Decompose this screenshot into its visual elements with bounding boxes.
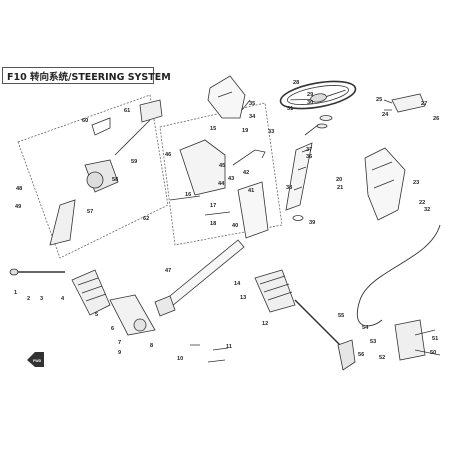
callout-50: 50 — [430, 350, 437, 356]
callout-28: 28 — [293, 80, 300, 86]
steering-wheel — [279, 80, 357, 110]
callout-21: 21 — [337, 185, 344, 191]
rack-housing — [109, 294, 156, 336]
callout-54: 54 — [362, 325, 369, 331]
tilt-bracket — [391, 93, 426, 113]
callout-38: 38 — [286, 185, 293, 191]
callout-55: 55 — [338, 313, 345, 319]
callout-24: 24 — [382, 112, 389, 118]
callout-48: 48 — [16, 186, 23, 192]
column-assembly-group-outline — [17, 94, 169, 259]
hub-nut — [319, 115, 333, 121]
tie-rod-end-right — [337, 339, 356, 371]
tilt-pedal — [394, 319, 426, 361]
callout-57: 57 — [87, 209, 94, 215]
callout-36: 36 — [306, 154, 313, 160]
callout-26: 26 — [433, 116, 440, 122]
mounting-plate — [237, 181, 269, 239]
boot-right — [254, 269, 296, 313]
callout-9: 9 — [118, 350, 122, 356]
intermediate-shaft — [164, 239, 245, 307]
diagram-title-box: F10 转向系统/STEERING SYSTEM — [2, 67, 171, 84]
callout-52: 52 — [379, 355, 386, 361]
callout-29: 29 — [307, 92, 314, 98]
callout-12: 12 — [262, 321, 269, 327]
steering-column — [285, 124, 319, 221]
callout-59: 59 — [131, 159, 138, 165]
callout-13: 13 — [240, 295, 247, 301]
callout-41: 41 — [248, 188, 255, 194]
callout-11: 11 — [226, 344, 232, 350]
callout-62: 62 — [143, 216, 150, 222]
callout-46: 46 — [165, 152, 172, 158]
callout-16: 16 — [185, 192, 192, 198]
tilt-cable — [356, 224, 441, 327]
callout-34: 34 — [249, 114, 256, 120]
callout-14: 14 — [234, 281, 241, 287]
callout-61: 61 — [124, 108, 131, 114]
callout-5: 5 — [95, 312, 99, 318]
callout-23: 23 — [413, 180, 420, 186]
callout-17: 17 — [210, 203, 217, 209]
boot-left — [71, 269, 111, 316]
callout-7: 7 — [118, 340, 122, 346]
callout-44: 44 — [218, 181, 225, 187]
callout-58: 58 — [112, 177, 119, 183]
callout-3: 3 — [40, 296, 44, 302]
callout-18: 18 — [210, 221, 217, 227]
callout-49: 49 — [15, 204, 22, 210]
callout-40: 40 — [232, 223, 239, 229]
callout-60: 60 — [82, 118, 89, 124]
callout-22: 22 — [419, 200, 426, 206]
callout-37: 37 — [306, 147, 313, 153]
callout-31: 31 — [287, 106, 294, 112]
callout-20: 20 — [336, 177, 343, 183]
callout-43: 43 — [228, 176, 235, 182]
column-support-bracket — [179, 139, 226, 196]
callout-35: 35 — [249, 101, 256, 107]
callout-15: 15 — [210, 126, 217, 132]
callout-27: 27 — [421, 101, 428, 107]
forward-mark: FWD — [33, 359, 42, 363]
callout-25: 25 — [376, 97, 383, 103]
callout-4: 4 — [61, 296, 65, 302]
callout-47: 47 — [165, 268, 172, 274]
callout-6: 6 — [111, 326, 115, 332]
callout-42: 42 — [243, 170, 250, 176]
callout-51: 51 — [432, 336, 439, 342]
forward-direction-icon: FWD — [27, 352, 44, 367]
callout-1: 1 — [14, 290, 18, 296]
hub-washer — [316, 123, 328, 129]
callout-19: 19 — [242, 128, 249, 134]
tie-rod-right — [294, 299, 346, 351]
callout-45: 45 — [219, 163, 226, 169]
callout-8: 8 — [150, 343, 154, 349]
diagram-title: F10 转向系统/STEERING SYSTEM — [7, 72, 171, 83]
column-upper-cover — [207, 75, 246, 119]
callout-56: 56 — [358, 352, 365, 358]
callout-33: 33 — [268, 129, 275, 135]
callout-30: 30 — [307, 100, 314, 106]
callout-53: 53 — [370, 339, 377, 345]
callout-39: 39 — [309, 220, 316, 226]
universal-joint-upper — [139, 99, 163, 123]
callout-32: 32 — [424, 207, 431, 213]
lower-joint — [49, 199, 76, 246]
callout-2: 2 — [27, 296, 31, 302]
callout-10: 10 — [177, 356, 184, 362]
